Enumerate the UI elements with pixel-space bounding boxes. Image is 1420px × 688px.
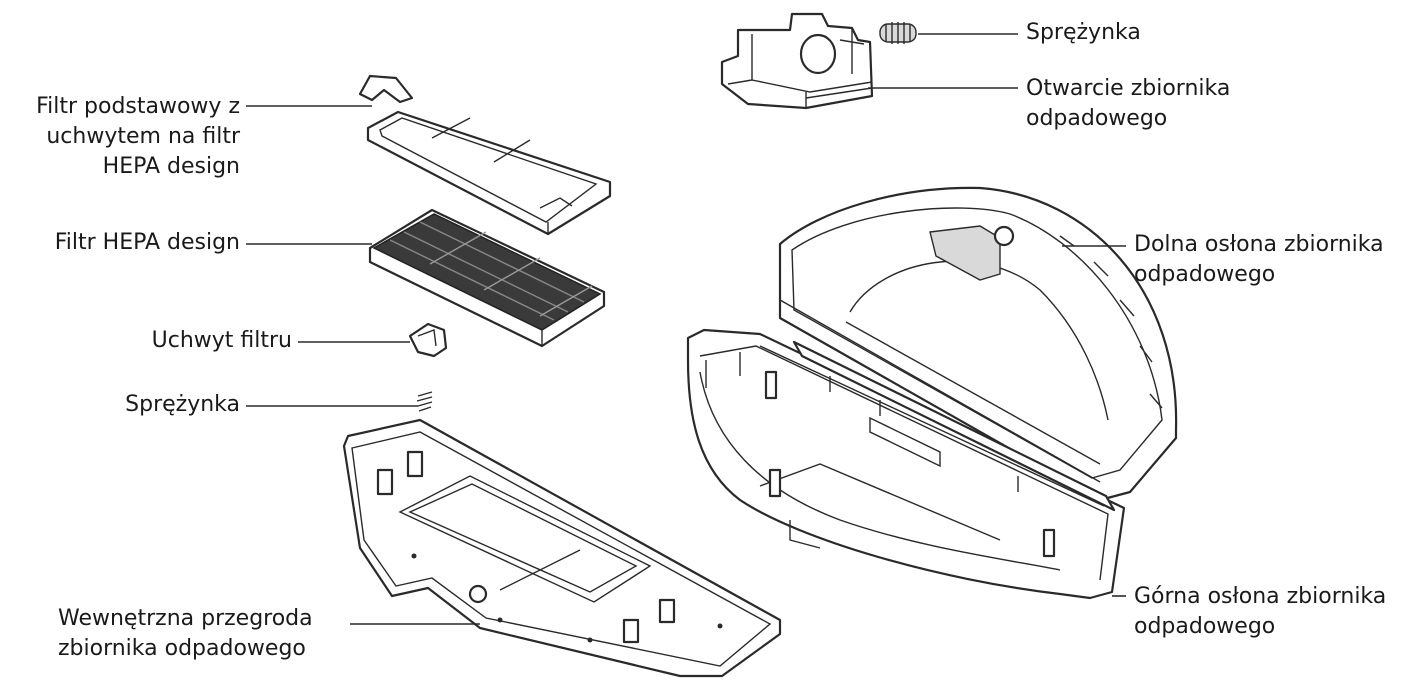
label-spring-top-text: Sprężynka (1026, 20, 1141, 45)
leader-lines (246, 33, 1126, 625)
label-spring-left: Sprężynka (125, 390, 240, 420)
label-spring-top: Sprężynka (1026, 18, 1141, 48)
label-hepa-filter-text: Filtr HEPA design (54, 230, 240, 255)
label-inner-partition-line2: zbiornika odpadowego (58, 636, 306, 661)
label-filter-holder: Uchwyt filtru (152, 326, 292, 356)
inner-partition-part (342, 418, 782, 678)
label-base-filter: Filtr podstawowy z uchwytem na filtr HEP… (36, 92, 240, 182)
label-base-filter-line2: uchwytem na filtr (46, 124, 240, 149)
spring-left-part (416, 391, 433, 412)
upper-cover-part (686, 328, 1126, 600)
waste-opening-part (720, 12, 874, 110)
lower-cover-part (778, 186, 1178, 502)
label-lower-cover-line1: Dolna osłona zbiornika (1134, 232, 1384, 257)
label-upper-cover: Górna osłona zbiornika odpadowego (1134, 582, 1386, 642)
label-hepa-filter: Filtr HEPA design (55, 228, 240, 258)
spring-top-part (879, 22, 917, 44)
label-lower-cover: Dolna osłona zbiornika odpadowego (1134, 230, 1384, 290)
label-base-filter-line1: Filtr podstawowy z (36, 94, 240, 119)
label-inner-partition: Wewnętrzna przegroda zbiornika odpadoweg… (58, 604, 313, 664)
label-filter-holder-text: Uchwyt filtru (151, 328, 292, 353)
hepa-filter-part (368, 208, 606, 348)
label-base-filter-line3: HEPA design (102, 154, 240, 179)
label-upper-cover-line2: odpadowego (1134, 614, 1276, 639)
label-waste-opening-line1: Otwarcie zbiornika (1026, 76, 1231, 101)
label-inner-partition-line1: Wewnętrzna przegroda (58, 606, 313, 631)
base-filter-part (358, 74, 612, 236)
filter-holder-part (408, 322, 448, 358)
label-lower-cover-line2: odpadowego (1134, 262, 1276, 287)
label-waste-opening: Otwarcie zbiornika odpadowego (1026, 74, 1230, 134)
label-waste-opening-line2: odpadowego (1026, 106, 1168, 131)
label-upper-cover-line1: Górna osłona zbiornika (1134, 584, 1387, 609)
label-spring-left-text: Sprężynka (125, 392, 240, 417)
